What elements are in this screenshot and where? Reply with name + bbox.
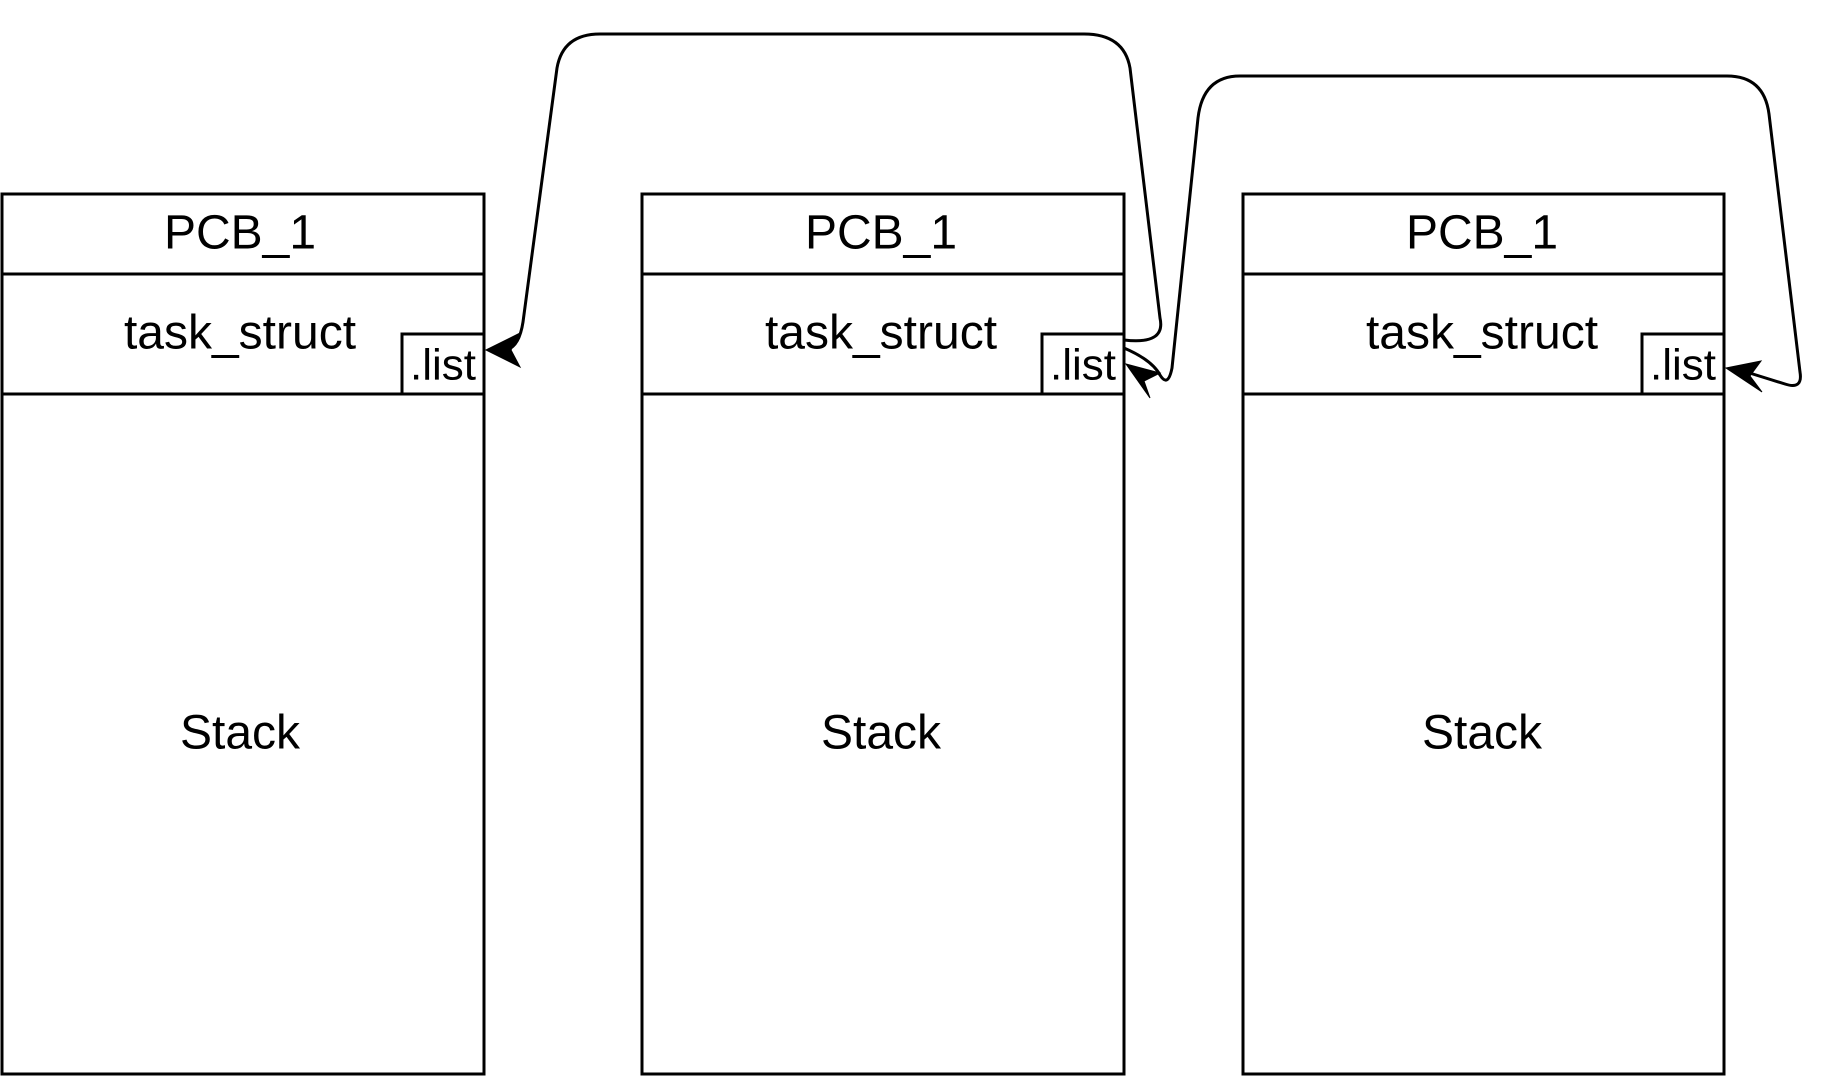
connector-pcb2-to-pcb3	[1123, 74, 1802, 399]
pcb-block-3-list-field	[1640, 332, 1726, 396]
pcb-block-2-list-label: .list	[1050, 341, 1116, 390]
pcb-block-2-stack: Stack	[821, 707, 942, 760]
pcb-block-1-task-struct: task_struct	[124, 307, 356, 360]
pcb-block-1-stack: Stack	[180, 707, 301, 760]
pcb-block-1-title: PCB_1	[164, 207, 316, 260]
pcb-block-3-stack: Stack	[1422, 707, 1543, 760]
pcb-block-3: PCB_1 task_struct .list Stack	[1241, 192, 1726, 1076]
pcb-block-2-list-field	[1040, 332, 1126, 396]
pcb-block-3-list-label: .list	[1650, 341, 1716, 390]
connector-pcb2-to-pcb3-line	[1123, 74, 1802, 387]
pcb-block-2: PCB_1 task_struct .list Stack	[640, 192, 1126, 1076]
pcb-block-3-title: PCB_1	[1406, 207, 1558, 260]
pcb-block-2-task-struct: task_struct	[765, 307, 997, 360]
pcb-block-2-title: PCB_1	[805, 207, 957, 260]
pcb-block-1-list-label: .list	[410, 341, 476, 390]
pcb-block-3-task-struct: task_struct	[1366, 307, 1598, 360]
pcb-block-1: PCB_1 task_struct .list Stack	[0, 192, 486, 1076]
connector-pcb2-to-pcb1-line	[504, 32, 1163, 352]
pcb-block-1-list-field	[400, 332, 486, 396]
connector-pcb2-to-pcb1-arrowhead	[1124, 363, 1162, 399]
connector-pcb2-to-pcb1-arrowhead	[484, 331, 522, 369]
connector-pcb2-to-pcb1	[484, 32, 1163, 369]
connector-pcb2-to-pcb3-arrowhead	[1724, 360, 1763, 393]
